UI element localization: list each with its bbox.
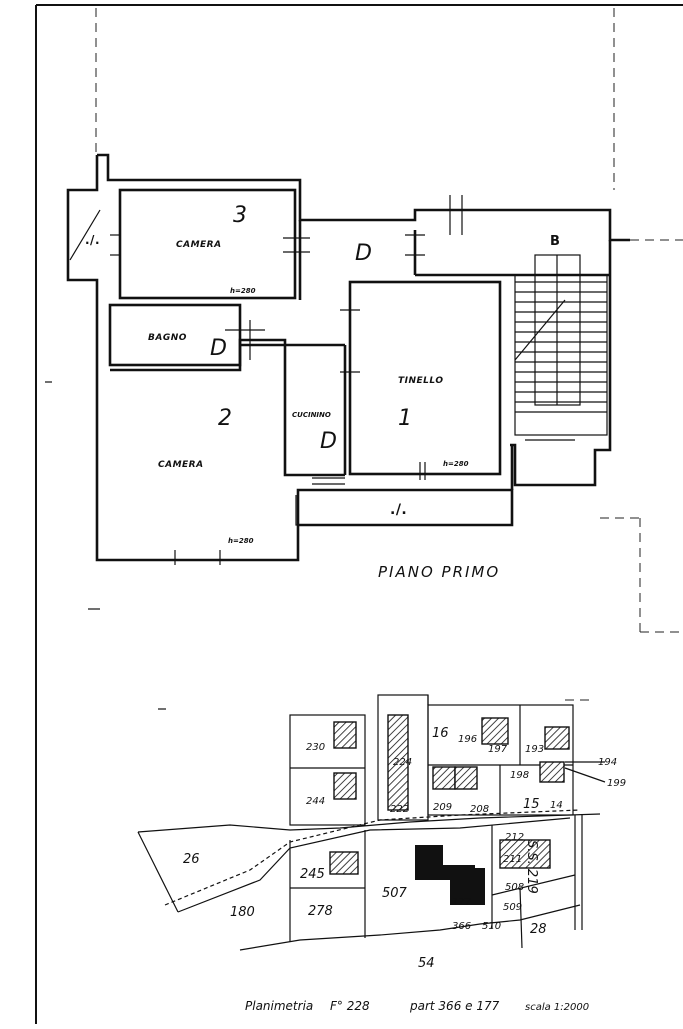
room-height-camera-2: h=280 xyxy=(228,537,254,545)
room-label-camera-2: CAMERA xyxy=(158,460,204,470)
sheet-frame xyxy=(35,4,683,1024)
room-label-bagno: BAGNO xyxy=(148,333,187,343)
parcel-196: 196 xyxy=(458,734,477,745)
room-number-3: 3 xyxy=(233,203,247,228)
parcel-508: 508 xyxy=(505,882,524,893)
parcel-507: 507 xyxy=(382,886,408,901)
cadastral-map xyxy=(137,694,606,951)
parcel-16: 16 xyxy=(432,726,449,741)
property-boundary xyxy=(95,8,683,701)
parcel-26: 26 xyxy=(183,852,200,867)
parcel-509: 509 xyxy=(503,902,522,913)
room-number-2: 2 xyxy=(218,406,232,431)
parcel-212: 212 xyxy=(505,832,524,843)
parcel-208: 208 xyxy=(470,804,489,815)
parcel-197: 197 xyxy=(488,744,508,755)
caption-text-1: Planimetria xyxy=(245,999,313,1013)
parcel-244: 244 xyxy=(306,796,325,807)
parcel-230: 230 xyxy=(306,742,325,753)
room-mark-disimpegno: D xyxy=(355,241,372,266)
parcel-14: 14 xyxy=(550,800,563,811)
room-mark-bagno: D xyxy=(210,336,227,361)
parcel-198: 198 xyxy=(510,770,529,781)
parcel-177: 177 xyxy=(452,897,472,908)
room-number-1: 1 xyxy=(398,406,412,431)
parcel-194: 194 xyxy=(598,757,617,768)
parcel-209: 209 xyxy=(433,802,452,813)
room-mark-cucinino: D xyxy=(320,429,337,454)
caption-text-2: F° 228 xyxy=(330,999,370,1013)
parcel-28: 28 xyxy=(530,922,547,937)
parcel-199: 199 xyxy=(607,778,626,789)
parcel-labels: 26 180 278 245 507 177 366 510 509 508 2… xyxy=(183,726,626,971)
caption: Planimetria F° 228 part 366 e 177 scala … xyxy=(245,999,589,1013)
parcel-224: 224 xyxy=(393,757,412,768)
caption-text-4: scala 1:2000 xyxy=(525,1002,589,1013)
parcel-245: 245 xyxy=(300,867,325,882)
outer-walls xyxy=(66,153,630,562)
room-label-camera-3: CAMERA xyxy=(176,240,222,250)
terrace-mark: ./. xyxy=(390,502,407,518)
parcel-366: 366 xyxy=(452,921,471,932)
room-height-tinello: h=280 xyxy=(443,460,469,468)
parcel-222: 222 xyxy=(390,804,409,815)
openings xyxy=(69,195,575,565)
parcel-180: 180 xyxy=(230,905,255,920)
room-label-cucinino: CUCININO xyxy=(292,411,331,419)
staircase xyxy=(514,254,608,436)
room-height-camera-3: h=280 xyxy=(230,287,256,295)
road-label: S.S. 219 xyxy=(524,840,539,894)
parcel-211: 211 xyxy=(503,854,522,865)
parcel-193: 193 xyxy=(525,744,544,755)
parcel-278: 278 xyxy=(308,904,333,919)
parcel-15: 15 xyxy=(523,797,540,812)
interior-walls xyxy=(108,188,610,477)
parcel-510: 510 xyxy=(482,921,501,932)
floor-title: PIANO PRIMO xyxy=(378,563,500,581)
parcel-54: 54 xyxy=(418,956,435,971)
balcony-mark: ./. xyxy=(85,233,100,247)
room-mark-scala: B xyxy=(550,234,560,249)
caption-text-3: part 366 e 177 xyxy=(409,999,500,1013)
room-label-tinello: TINELLO xyxy=(398,376,443,386)
